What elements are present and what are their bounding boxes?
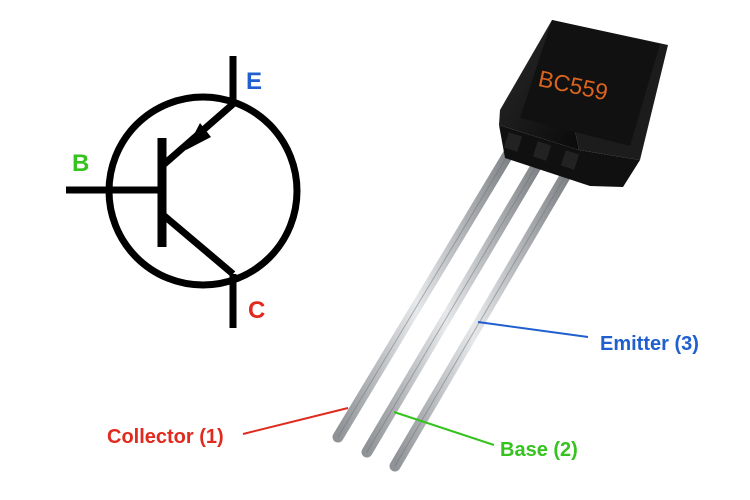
symbol-collector-letter: C — [248, 297, 265, 324]
transistor-leads — [332, 142, 576, 472]
emitter-label: Emitter (3) — [600, 333, 699, 355]
base-callout-line — [393, 411, 495, 446]
callout-lines — [242, 321, 589, 446]
collector-callout-line — [242, 407, 349, 435]
lead-collector-edge — [337, 147, 513, 438]
lead-base-edge — [366, 157, 542, 453]
package-flat-face — [520, 20, 660, 146]
emitter-callout-line — [477, 321, 589, 338]
base-label: Base (2) — [500, 439, 578, 461]
emitter-arrow-icon — [186, 123, 211, 150]
symbol-emitter-letter: E — [246, 68, 262, 95]
collector-label: Collector (1) — [107, 426, 224, 448]
symbol-base-letter: B — [72, 150, 89, 177]
pnp-transistor-symbol — [66, 56, 301, 328]
collector-diagonal — [159, 211, 236, 277]
lead-stub-1 — [503, 132, 523, 152]
lead-emitter-edge — [394, 167, 571, 467]
lead-stub-2 — [532, 141, 552, 161]
to92-package — [499, 20, 668, 187]
lead-stub-3 — [560, 150, 580, 170]
